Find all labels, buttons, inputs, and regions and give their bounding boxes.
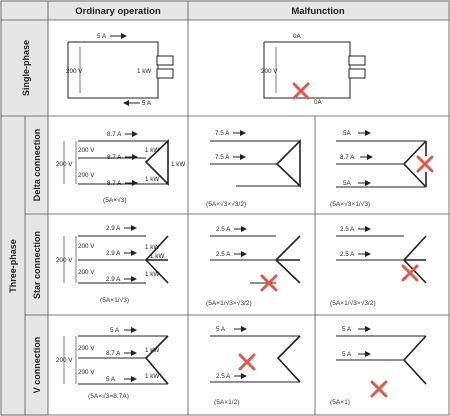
row-label-single-phase: Single-phase [21, 40, 31, 96]
v-ord-formula: (5A×√3=8.7A) [88, 392, 129, 400]
star-mal1-circuit [210, 226, 301, 292]
v-ord-v1: 200 V [78, 345, 95, 352]
star-mal1-i1: 2.5 A [216, 226, 231, 233]
delta-ord-v2: 200 V [56, 161, 73, 168]
delta-ordinary-circuit [63, 131, 169, 186]
delta-mal1-i2: 7.5 A [215, 154, 230, 161]
delta-mal2-i2: 8.7 A [340, 154, 355, 161]
v-ord-v2: 200 V [56, 357, 73, 364]
star-mal1-formula: (5A×1/√3×√3/2) [206, 299, 252, 307]
v-mal2-i1: 5 A [342, 326, 352, 333]
delta-mal1-circuit [210, 130, 301, 188]
delta-mal2-i1: 5A [343, 130, 352, 137]
single-ordinary-load: 1 kW [137, 68, 151, 75]
v-mal2-i2: 5 A [342, 351, 352, 358]
single-mal-voltage: 200 V [261, 68, 278, 75]
star-mal2-i2: 2.5 A [340, 251, 355, 258]
delta-ord-v3: 200 V [78, 172, 95, 179]
header-row [0, 0, 450, 20]
single-mal-top-current: 0A [293, 33, 302, 40]
delta-mal2-formula: (5A×√3×1/√3) [330, 200, 370, 208]
star-mal2-circuit [336, 226, 427, 284]
star-mal2-formula: (5A×1/√3×√3/2) [330, 299, 376, 307]
row-label-column [0, 0, 48, 416]
star-ordinary-circuit [63, 225, 169, 284]
v-ord-v3: 200 V [78, 369, 95, 376]
v-ord-i1: 5 A [110, 327, 120, 334]
delta-mal1-formula: (5A×√3×√3/2) [206, 200, 246, 208]
row-label-v: V connection [32, 337, 42, 394]
star-ord-i2: 2.9 A [106, 250, 121, 257]
v-mal2-circuit [336, 326, 427, 398]
delta-ord-i3: 8.7 A [107, 180, 122, 187]
single-phase-malfunction-circuit [263, 41, 366, 100]
single-ordinary-top-current: 5 A [97, 33, 107, 40]
star-ord-v2: 200 V [56, 257, 73, 264]
star-mal1-i2: 2.5 A [216, 251, 231, 258]
single-mal-bottom-current: 0A [314, 99, 323, 106]
v-ord-i2: 8.7 A [106, 350, 121, 357]
v-ord-k1: 1 kW [145, 347, 159, 354]
delta-mal2-circuit [336, 130, 434, 188]
star-ord-k3: 1 kW [145, 271, 159, 278]
star-ord-v3: 200 V [78, 269, 95, 276]
v-ord-i3: 5 A [106, 376, 116, 383]
delta-ord-k2: 1 kW [171, 161, 185, 168]
star-ord-v1: 200 V [78, 243, 95, 250]
star-mal2-i1: 2.5 A [340, 226, 355, 233]
delta-ord-formula: (5A×√3) [103, 196, 127, 204]
v-mal1-circuit [210, 326, 301, 383]
single-ordinary-voltage: 200 V [66, 68, 83, 75]
v-mal1-i1: 5 A [216, 326, 226, 333]
v-ord-k2: 1 kW [145, 373, 159, 380]
row-label-delta: Delta connection [32, 129, 42, 202]
delta-ord-i1: 8.7 A [107, 131, 122, 138]
star-ord-i3: 2.9 A [106, 276, 121, 283]
v-mal1-formula: (5A×1/2) [214, 399, 239, 406]
v-mal2-formula: (5A×1) [330, 399, 350, 406]
delta-ord-v1: 200 V [78, 147, 95, 154]
delta-ord-i2: 8.7 A [107, 154, 122, 161]
v-mal1-i2: 2.5 A [216, 373, 231, 380]
star-ord-k1: 1 kW [145, 244, 159, 251]
star-ord-k2: 1 kW [150, 253, 164, 260]
single-phase-ordinary-circuit [67, 33, 174, 106]
header-ordinary: Ordinary operation [75, 6, 161, 17]
delta-ord-k1: 1 kW [145, 147, 159, 154]
v-ordinary-circuit [63, 327, 169, 385]
star-ord-formula: (5A×1/√3) [100, 296, 129, 304]
delta-ord-k3: 1 kW [145, 176, 159, 183]
delta-mal1-i1: 7.5 A [215, 130, 230, 137]
delta-mal2-i3: 5A [343, 180, 352, 187]
row-label-three-phase: Three-phase [8, 239, 18, 293]
star-ord-i1: 2.9 A [106, 225, 121, 232]
single-ordinary-bottom-current: 5 A [142, 100, 152, 107]
header-malfunction: Malfunction [291, 6, 344, 17]
row-label-star: Star connection [32, 231, 42, 299]
